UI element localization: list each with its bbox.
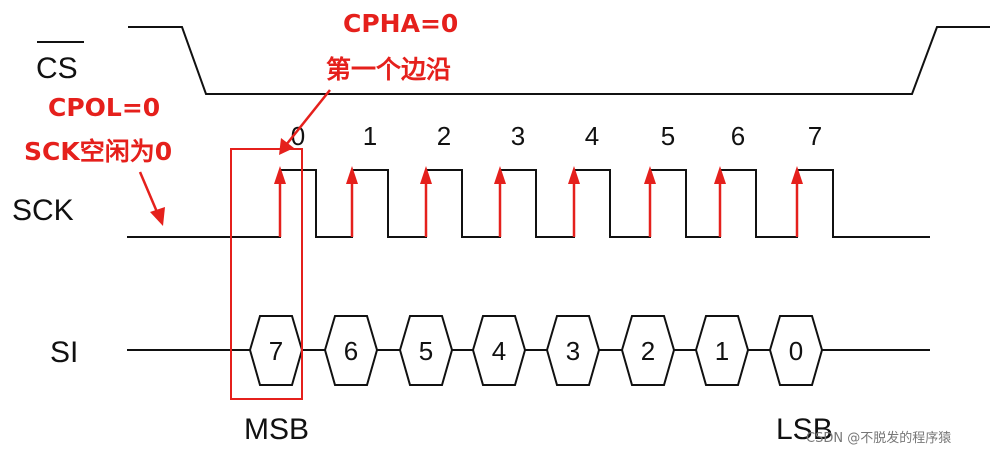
rising-edge-arrow-3 — [494, 166, 506, 237]
si-bit-label-7: 0 — [789, 336, 803, 366]
csdn-watermark: CSDN @不脱发的程序猿 — [806, 430, 951, 446]
si-bit-label-1: 6 — [344, 336, 358, 366]
rising-edge-arrow-4 — [568, 166, 580, 237]
si-label: SI — [50, 336, 78, 369]
si-bit-label-4: 3 — [566, 336, 580, 366]
lsb-label: LSB — [776, 413, 833, 446]
si-bit-label-5: 2 — [641, 336, 655, 366]
clock-index-1: 1 — [363, 121, 377, 151]
clock-index-labels: 0 1 2 3 4 5 6 7 — [291, 121, 822, 151]
rising-edge-arrows — [274, 166, 803, 237]
cpha-annotation-line2: 第一个边沿 — [326, 55, 451, 84]
si-bit-label-2: 5 — [419, 336, 433, 366]
cpol-annotation-line2: SCK空闲为0 — [24, 137, 172, 166]
rising-edge-arrow-7 — [791, 166, 803, 237]
cs-waveform — [128, 26, 990, 95]
cpha-pointer-arrow — [279, 89, 331, 155]
si-bit-label-6: 1 — [715, 336, 729, 366]
rising-edge-arrow-1 — [346, 166, 358, 237]
clock-index-2: 2 — [437, 121, 451, 151]
clock-index-5: 5 — [661, 121, 675, 151]
rising-edge-arrow-5 — [644, 166, 656, 237]
cpol-pointer-arrow — [138, 171, 165, 226]
clock-index-0: 0 — [291, 121, 305, 151]
rising-edge-arrow-6 — [714, 166, 726, 237]
si-waveform: 7 6 5 4 3 2 1 0 — [127, 315, 930, 386]
msb-label: MSB — [244, 413, 309, 446]
first-bit-highlight-box — [230, 148, 303, 400]
clock-index-6: 6 — [731, 121, 745, 151]
si-bit-label-3: 4 — [492, 336, 506, 366]
rising-edge-arrow-2 — [420, 166, 432, 237]
sck-waveform — [127, 169, 930, 238]
cs-label: CS — [36, 52, 78, 85]
rising-edge-arrow-0 — [274, 166, 286, 237]
clock-index-3: 3 — [511, 121, 525, 151]
sck-label: SCK — [12, 194, 74, 227]
clock-index-4: 4 — [585, 121, 599, 151]
cpha-annotation-line1: CPHA=0 — [343, 9, 458, 38]
clock-index-7: 7 — [808, 121, 822, 151]
cpol-annotation-line1: CPOL=0 — [48, 93, 160, 122]
si-bit-label-0: 7 — [269, 336, 283, 366]
